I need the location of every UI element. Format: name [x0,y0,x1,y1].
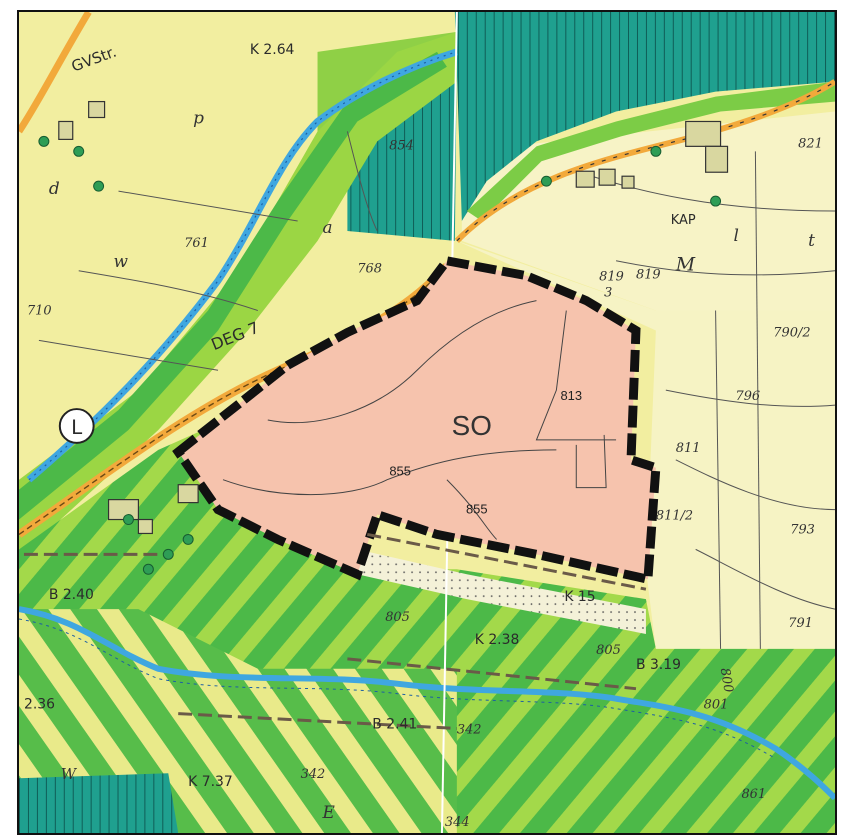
lower-river [19,606,835,801]
l-symbol-text: L [71,416,82,439]
landuse-letter-p: p [193,107,204,127]
road-label-236: 2.36 [24,697,55,713]
elev-821: 821 [798,136,823,151]
elev-854: 854 [389,138,414,153]
landuse-letter-e: E [322,802,336,822]
road-label-b319: B 3.19 [636,657,681,673]
elev-342: 342 [457,722,482,737]
landuse-letter-w2: W [61,765,78,783]
elev-811: 811 [676,441,701,456]
road-label-b241: B 2.41 [372,717,417,733]
map-frame: L SO 813 855 855 GVStr. K 2.64 DEG 7 K 1… [17,10,837,835]
special-area-internal-lines [222,300,617,540]
road-gvstr [19,12,92,134]
elev-3: 3 [604,286,612,301]
parcel-label-855-south: 855 [466,502,488,517]
landuse-letter-t: t [808,230,815,250]
elev-790-2: 790/2 [773,325,810,340]
parcel-label-813: 813 [561,388,583,403]
elev-805b: 805 [596,643,621,658]
elev-811-2: 811/2 [656,509,693,524]
place-label-kap: KAP [671,213,696,228]
river-edge [28,51,458,481]
road-label-k737: K 7.37 [188,774,233,790]
lower-river-edge [19,618,776,759]
parcel-label-855-west: 855 [389,464,411,479]
elev-793: 793 [790,522,815,537]
elev-801: 801 [704,698,729,713]
elev-796: 796 [735,389,760,404]
buildings [58,100,729,535]
meadow-strip [466,81,835,221]
elev-805: 805 [385,610,410,625]
forest-area-northeast [454,12,835,221]
elev-768: 768 [357,262,382,277]
trees [38,135,722,575]
special-area-so[interactable] [172,255,661,585]
elev-791: 791 [788,616,813,631]
gravel-strip [357,549,646,634]
elev-342b: 342 [301,767,326,782]
elev-800: 800 [717,667,736,694]
zone-label: SO [452,410,492,441]
elev-819: 819 [599,270,624,285]
landuse-letter-w: w [114,251,129,271]
road-label-k15: K 15 [564,589,595,605]
elev-861: 861 [741,787,766,802]
road-label-b240: B 2.40 [49,587,94,603]
elev-710: 710 [27,304,52,319]
road-northeast [454,79,835,244]
village-area [461,111,835,311]
road-label-k238: K 2.38 [475,632,520,648]
landuse-letter-l: l [733,225,738,245]
settlement-area [456,240,835,649]
zoning-map[interactable]: L SO 813 855 855 GVStr. K 2.64 DEG 7 K 1… [19,12,835,833]
landuse-letter-d: d [49,178,60,198]
elev-344: 344 [445,815,470,830]
riparian-vegetation [19,51,447,520]
elev-819b: 819 [636,268,661,283]
dashed-boundaries [23,532,647,730]
road-label-k264: K 2.64 [250,42,295,58]
l-symbol[interactable]: L [58,408,95,444]
landuse-letter-m: M [675,254,696,276]
landuse-letter-a: a [323,217,333,237]
elev-761: 761 [184,236,209,251]
forest-area-southwest [19,773,179,833]
